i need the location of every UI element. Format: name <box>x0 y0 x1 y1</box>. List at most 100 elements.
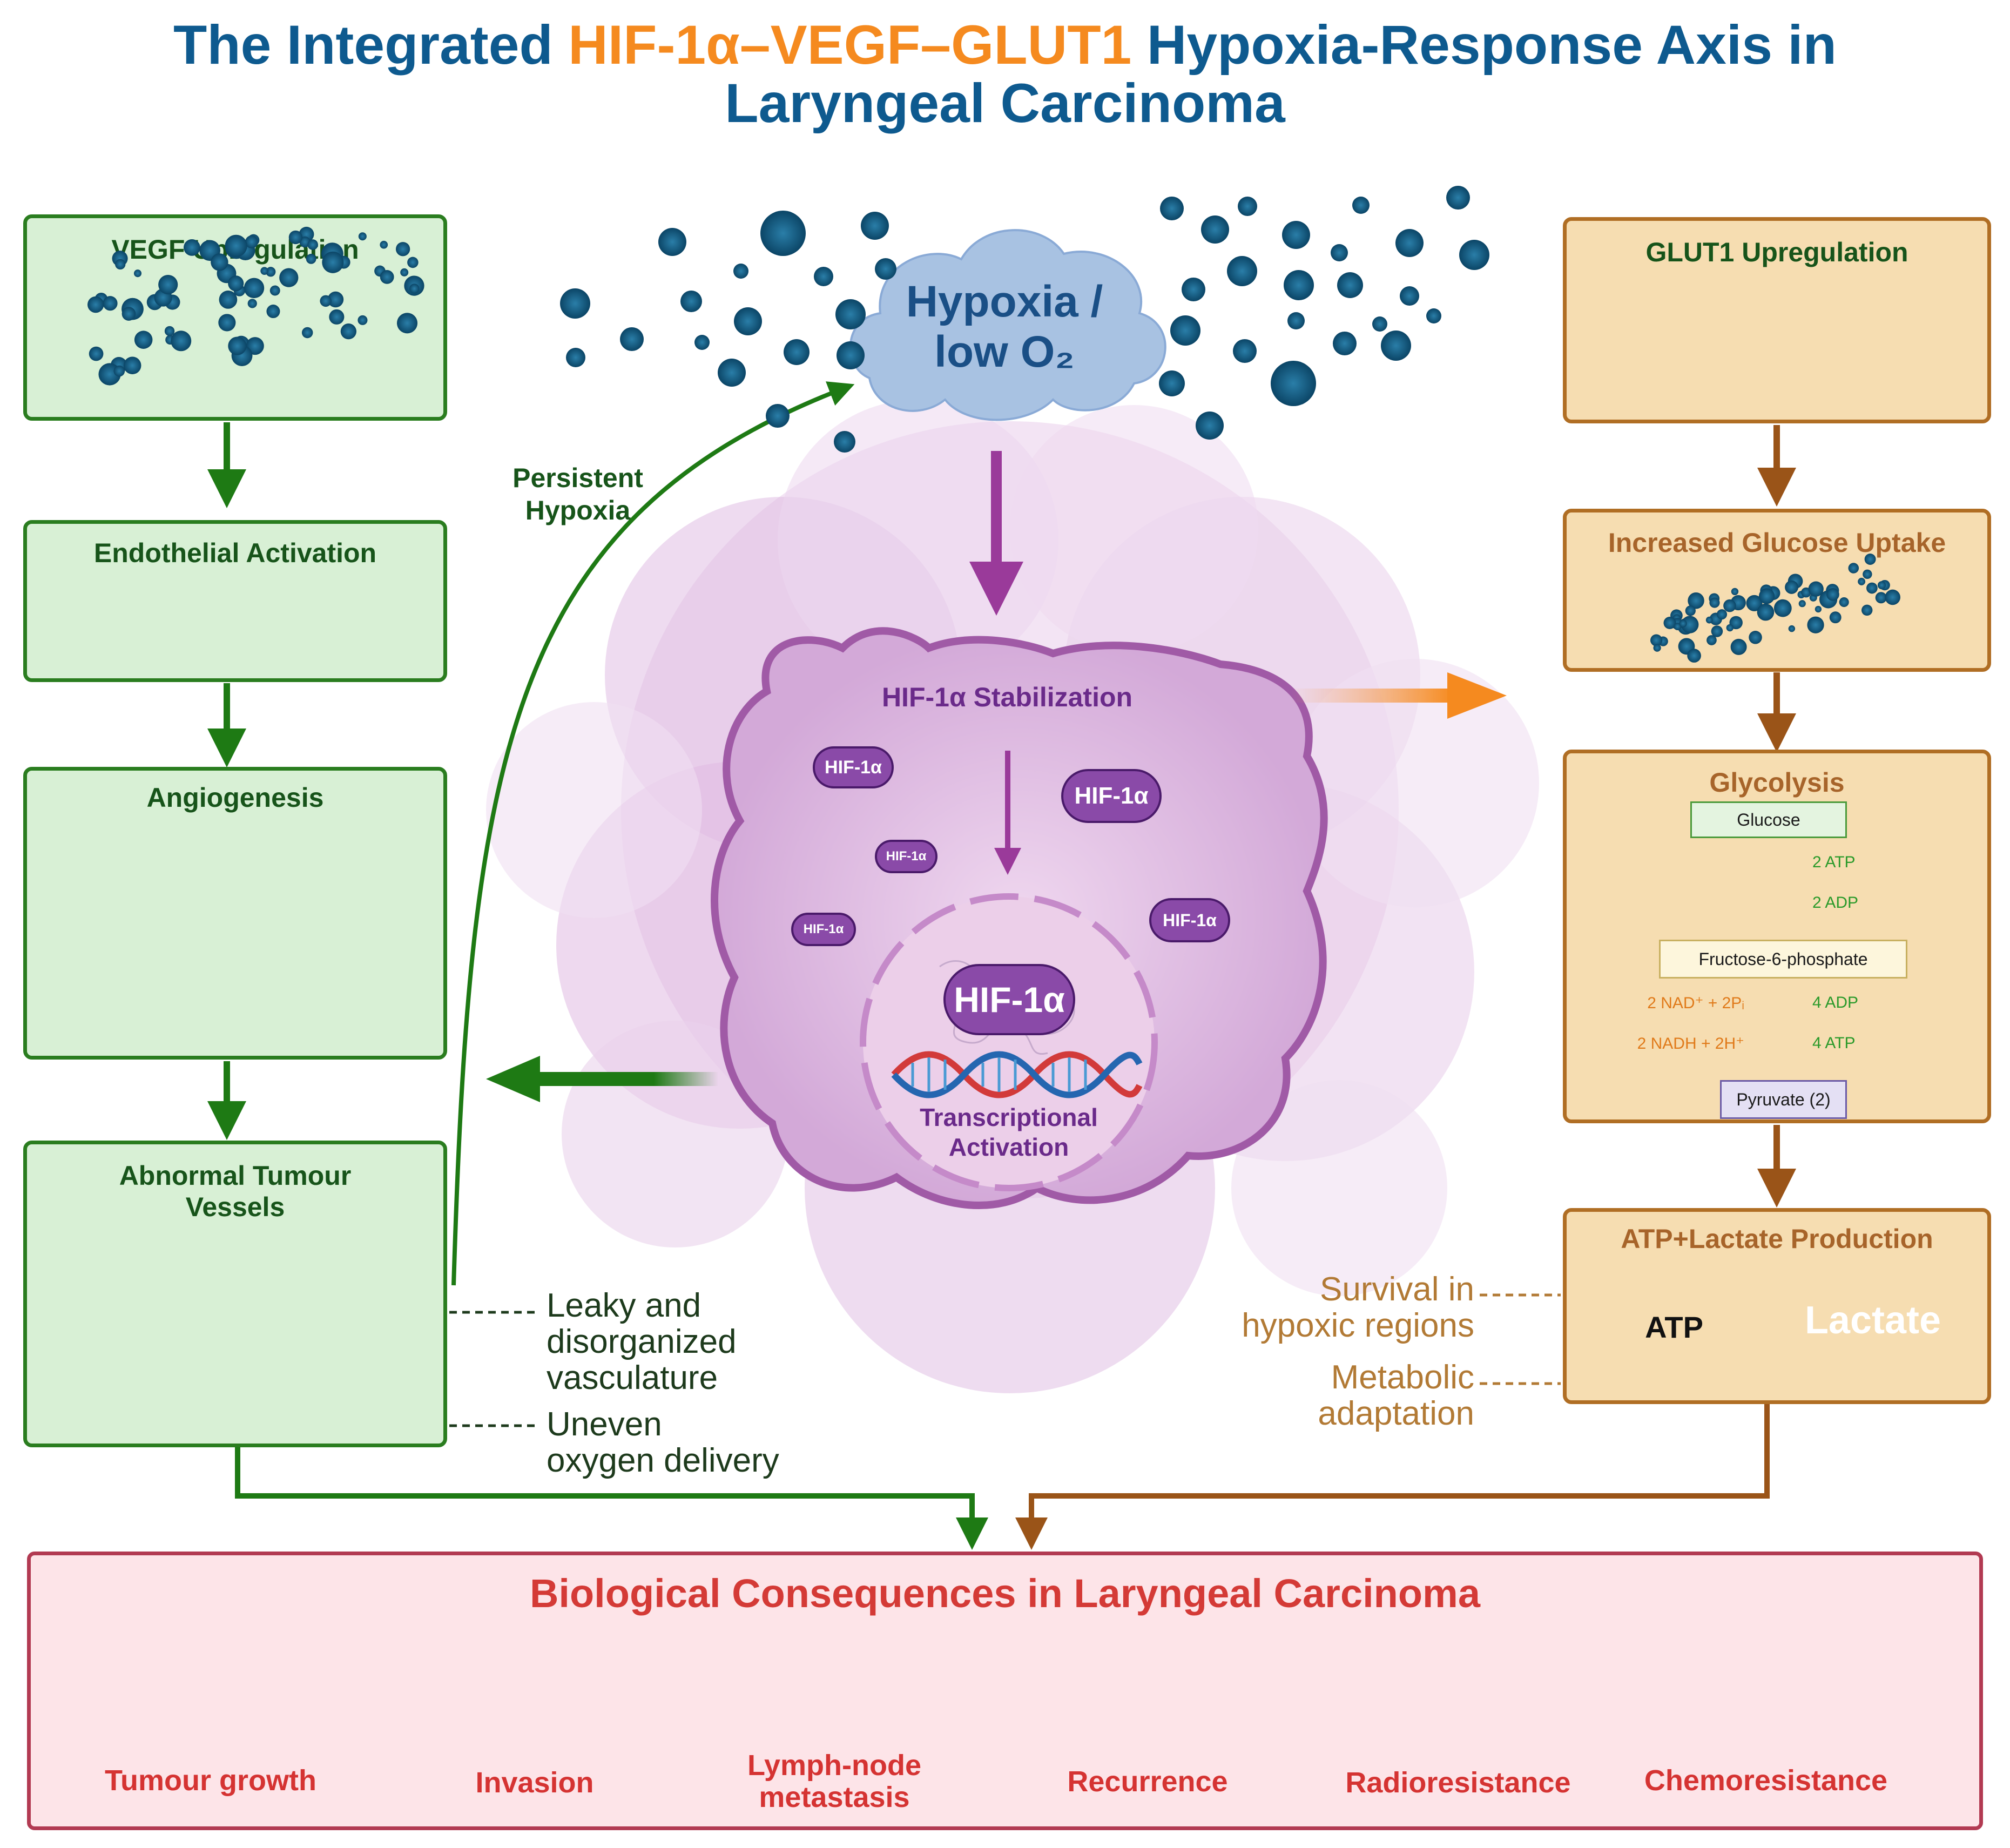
oxygen-molecule <box>680 291 702 312</box>
hypoxia-line1: Hypoxia / <box>906 277 1103 326</box>
glucose-particle <box>1875 592 1887 604</box>
consequences-title: Biological Consequences in Laryngeal Car… <box>529 1571 1481 1616</box>
vegf-particle <box>380 240 388 249</box>
vegf-particle <box>400 268 409 276</box>
vegf-particles-icon <box>87 226 424 386</box>
vegf-particle <box>395 242 410 257</box>
lactate-label: Lactate <box>1804 1299 1941 1342</box>
glut1-upregulation-box: GLUT1 Upregulation <box>1563 217 1991 423</box>
oxygen-molecule <box>834 431 855 453</box>
atp-lactate-box: ATP+Lactate Production <box>1563 1208 1991 1404</box>
oxygen-molecule <box>1337 272 1363 298</box>
vegf-particle <box>103 296 118 311</box>
angiogenesis-box: Angiogenesis <box>23 767 447 1060</box>
consequence-label: Radioresistance <box>1345 1766 1571 1799</box>
oxygen-molecule <box>620 327 644 351</box>
glucose-particle <box>1798 600 1806 608</box>
glucose-particle <box>1731 588 1739 596</box>
vegf-particle <box>358 315 368 325</box>
glucose-particle <box>1746 595 1763 611</box>
oxygen-molecule <box>760 211 806 256</box>
glucose-particle <box>1681 616 1699 633</box>
glucose-particle <box>1863 569 1872 579</box>
vegf-particle <box>266 267 276 277</box>
consequence-label: Recurrence <box>1067 1765 1228 1798</box>
biological-consequences-panel: Biological Consequences in Laryngeal Car… <box>27 1552 1983 1830</box>
oxygen-molecules-icon <box>560 186 1489 453</box>
vegf-particle <box>288 230 303 245</box>
hif-1a-protein: HIF-1α <box>1149 898 1230 942</box>
vegf-particle <box>327 291 344 308</box>
vegf-particle <box>320 295 332 307</box>
glucose-particle <box>1839 597 1849 608</box>
vegf-particle <box>260 267 268 275</box>
fructose-6-phosphate-node: Fructose-6-phosphate <box>1659 940 1907 979</box>
glucose-particle <box>1687 649 1701 663</box>
vegf-particle <box>322 251 344 273</box>
figure-title-line1: The Integrated HIF-1α–VEGF–GLUT1 Hypoxia… <box>173 14 1837 76</box>
nadh-label: 2 NADH + 2H⁺ <box>1637 1035 1744 1053</box>
oxygen-molecule <box>1395 229 1424 257</box>
oxygen-molecule <box>1333 332 1357 355</box>
oxygen-molecule <box>1287 312 1305 329</box>
consequence-label: Tumour growth <box>105 1764 316 1797</box>
glucose-particle <box>1726 624 1734 632</box>
vegf-particle <box>87 296 104 313</box>
adp4-label: 4 ADP <box>1812 994 1859 1011</box>
vegf-particle <box>89 346 104 361</box>
glucose-particle <box>1709 597 1720 608</box>
oxygen-molecule <box>766 404 790 428</box>
oxygen-molecule <box>1426 308 1441 323</box>
survival-note: Survival in hypoxic regions <box>1242 1271 1474 1344</box>
transcriptional-activation-label: Transcriptional Activation <box>920 1103 1098 1162</box>
oxygen-molecule <box>733 264 748 279</box>
metabolic-adaptation-note: Metabolic adaptation <box>1318 1359 1474 1432</box>
persistent-hypoxia-label: Persistent Hypoxia <box>512 463 643 525</box>
vegf-particle <box>122 307 136 321</box>
oxygen-molecule <box>1159 370 1185 396</box>
glucose-particles-icon <box>1650 554 1900 663</box>
atp2-label: 2 ATP <box>1812 853 1856 871</box>
oxygen-molecule <box>1459 240 1489 270</box>
title-highlight: HIF-1α–VEGF–GLUT1 <box>568 14 1132 76</box>
vegf-particle <box>184 239 200 256</box>
dna-helix-icon <box>891 1051 1143 1098</box>
vegf-particle <box>158 274 178 295</box>
vegf-particle <box>218 314 236 332</box>
oxygen-molecule <box>1182 278 1205 301</box>
vegf-particle <box>134 331 153 349</box>
hif-1a-protein: HIF-1α <box>1061 769 1162 823</box>
vegf-particle <box>115 259 126 270</box>
vegf-particle <box>269 285 280 296</box>
vegf-particle <box>164 326 175 336</box>
uneven-oxygen-note: Uneven oxygen delivery <box>547 1406 779 1479</box>
vegf-particle <box>219 291 238 309</box>
hif-stabilization-label: HIF-1α Stabilization <box>881 682 1133 712</box>
glucose-particle <box>1788 625 1796 632</box>
oxygen-molecule <box>718 359 746 387</box>
oxygen-molecule <box>1381 331 1411 361</box>
nucleus <box>860 893 1158 1191</box>
oxygen-molecule <box>1271 361 1316 406</box>
oxygen-molecule <box>1201 215 1229 244</box>
vegf-particle <box>307 239 318 250</box>
oxygen-molecule <box>837 341 865 369</box>
glucose-particle <box>1866 582 1878 594</box>
vegf-particle <box>228 336 247 355</box>
hif-1a-protein: HIF-1α <box>943 964 1075 1035</box>
vegf-particle <box>380 269 394 284</box>
oxygen-molecule <box>861 212 889 240</box>
glucose-particle <box>1864 554 1876 565</box>
vegf-upregulation-box: VEGF Upregulation <box>23 214 447 421</box>
vegf-particle <box>301 327 313 339</box>
endothelial-activation-box: Endothelial Activation <box>23 520 447 682</box>
vegf-particle <box>133 269 142 278</box>
oxygen-molecule <box>560 288 590 319</box>
glut1-upregulation-title: GLUT1 Upregulation <box>1645 237 1908 267</box>
vegf-particle <box>211 253 228 271</box>
hif-1a-protein: HIF-1α <box>791 913 856 946</box>
glucose-particle <box>1749 631 1762 644</box>
vegf-particle <box>396 313 418 334</box>
glucose-particle <box>1861 604 1873 616</box>
